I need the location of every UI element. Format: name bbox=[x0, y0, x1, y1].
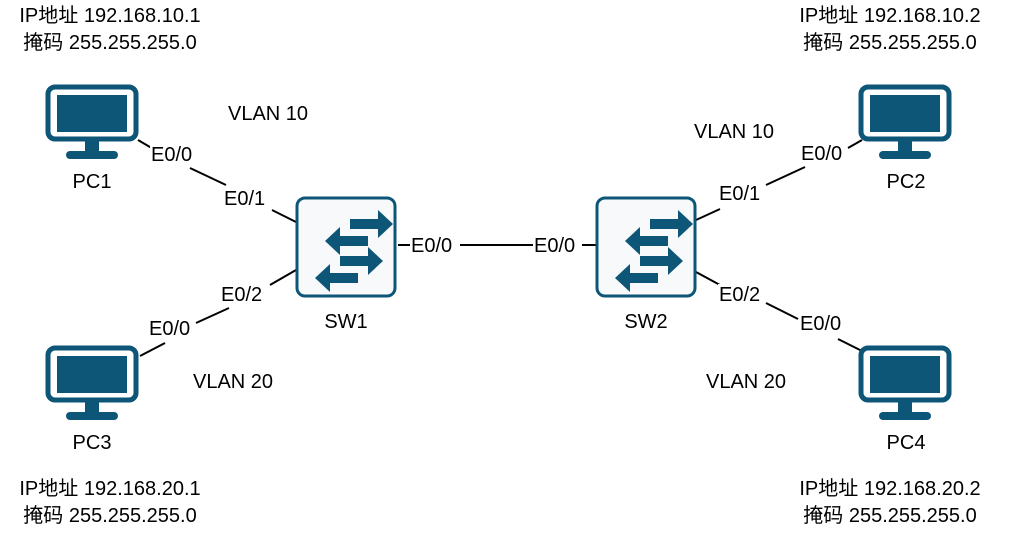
port-sw2-e0-2: E0/2 bbox=[718, 284, 762, 306]
vlan-label-sw2-pc2: VLAN 10 bbox=[694, 121, 775, 143]
link-sw2-pc2 bbox=[695, 139, 863, 221]
pc2-mask-label: 掩码 bbox=[803, 32, 844, 54]
pc3-ip: 192.168.20.1 bbox=[83, 478, 201, 500]
link-sw2-pc4 bbox=[695, 271, 863, 352]
pc2-name: PC2 bbox=[886, 171, 926, 193]
pc1-mask: 255.255.255.0 bbox=[68, 32, 197, 54]
vlan-label-sw2-pc4: VLAN 20 bbox=[706, 371, 787, 393]
pc4-mask: 255.255.255.0 bbox=[848, 505, 977, 527]
pc4-name: PC4 bbox=[886, 432, 926, 454]
pc4-address-info: IP地址 192.168.20.2 掩码 255.255.255.0 bbox=[780, 476, 1000, 530]
pc1-name: PC1 bbox=[72, 171, 112, 193]
link-pc3-sw1 bbox=[139, 269, 297, 357]
vlan-label-sw1-pc1: VLAN 10 bbox=[228, 103, 309, 125]
port-pc3-e0-0: E0/0 bbox=[148, 318, 192, 340]
sw1-switch-icon[interactable] bbox=[295, 196, 397, 298]
pc3-name: PC3 bbox=[72, 432, 112, 454]
pc1-ip-label: IP地址 bbox=[19, 5, 79, 27]
pc1-address-info: IP地址 192.168.10.1 掩码 255.255.255.0 bbox=[0, 3, 220, 57]
port-sw2-e0-1: E0/1 bbox=[718, 183, 762, 205]
pc1-ip: 192.168.10.1 bbox=[83, 5, 201, 27]
pc4-ip: 192.168.20.2 bbox=[863, 478, 981, 500]
port-sw1-e0-1: E0/1 bbox=[223, 188, 267, 210]
pc3-mask: 255.255.255.0 bbox=[68, 505, 197, 527]
pc1-mask-label: 掩码 bbox=[23, 32, 64, 54]
sw2-switch-icon[interactable] bbox=[595, 196, 697, 298]
pc4-ip-label: IP地址 bbox=[799, 478, 859, 500]
port-pc1-e0-0: E0/0 bbox=[150, 144, 194, 166]
pc3-address-info: IP地址 192.168.20.1 掩码 255.255.255.0 bbox=[0, 476, 220, 530]
port-pc4-e0-0: E0/0 bbox=[799, 313, 843, 335]
pc2-monitor-icon[interactable] bbox=[861, 87, 949, 159]
sw1-name: SW1 bbox=[324, 311, 368, 333]
port-sw1-e0-2: E0/2 bbox=[220, 284, 264, 306]
pc2-ip: 192.168.10.2 bbox=[863, 5, 981, 27]
port-sw2-e0-0: E0/0 bbox=[533, 235, 577, 257]
port-sw1-e0-0: E0/0 bbox=[410, 235, 454, 257]
sw2-name: SW2 bbox=[624, 311, 668, 333]
pc3-monitor-icon[interactable] bbox=[48, 348, 136, 420]
vlan-label-sw1-pc3: VLAN 20 bbox=[193, 371, 274, 393]
pc4-monitor-icon[interactable] bbox=[861, 348, 949, 420]
pc2-ip-label: IP地址 bbox=[799, 5, 859, 27]
pc2-mask: 255.255.255.0 bbox=[848, 32, 977, 54]
pc3-ip-label: IP地址 bbox=[19, 478, 79, 500]
pc4-mask-label: 掩码 bbox=[803, 505, 844, 527]
pc1-monitor-icon[interactable] bbox=[48, 87, 136, 159]
port-pc2-e0-0: E0/0 bbox=[800, 143, 844, 165]
pc3-mask-label: 掩码 bbox=[23, 505, 64, 527]
pc2-address-info: IP地址 192.168.10.2 掩码 255.255.255.0 bbox=[780, 3, 1000, 57]
